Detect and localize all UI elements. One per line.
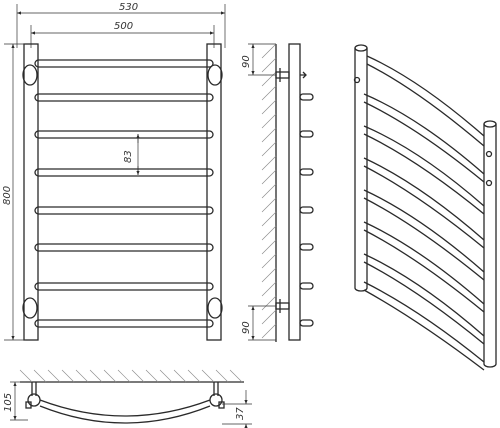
perspective-view — [353, 44, 497, 371]
dimension-530-label: 530 — [119, 2, 138, 13]
dimension-800-label: 800 — [2, 186, 13, 205]
bottom-bracket-icon — [275, 299, 290, 313]
top-left-connector-icon — [22, 64, 38, 86]
dimension-90-top-label: 90 — [241, 55, 252, 68]
rung-stub — [299, 206, 314, 214]
perspective-right-cap — [483, 120, 497, 128]
perspective-rungs — [363, 55, 485, 371]
rung-stub — [299, 130, 314, 138]
top-left-pipe-icon — [27, 393, 41, 407]
top-view-curve — [39, 399, 211, 417]
top-view: 105 37 — [3, 369, 252, 428]
front-view: 530 500 — [2, 2, 226, 341]
dimension-curve-depth: 37 — [222, 390, 252, 428]
rung — [34, 130, 214, 139]
perspective-connector-icon — [353, 76, 361, 84]
top-right-connector-icon — [207, 64, 223, 86]
dimension-depth: 105 — [3, 381, 28, 421]
curved-rung — [363, 281, 485, 363]
rung — [34, 59, 214, 68]
perspective-left-cap — [354, 44, 368, 52]
curved-rung — [363, 125, 485, 207]
side-rung-stubs — [299, 93, 314, 327]
dimension-bottom-offset: 90 — [241, 305, 276, 341]
rung-stub — [299, 243, 314, 251]
dimension-37-label: 37 — [235, 407, 246, 420]
top-bracket-icon — [275, 68, 307, 82]
rung — [34, 282, 214, 291]
rung-stub — [299, 168, 314, 176]
right-upright — [206, 43, 222, 341]
rung-stub — [299, 282, 314, 290]
rung — [34, 243, 214, 252]
rung — [34, 93, 214, 102]
perspective-left-upright — [354, 48, 368, 292]
top-right-valve-icon — [218, 401, 225, 409]
top-right-pipe-icon — [209, 393, 223, 407]
curved-rung — [363, 221, 485, 305]
side-view: 90 90 — [241, 43, 314, 342]
perspective-right-upright — [483, 124, 497, 368]
dimension-overall-width: 530 — [16, 2, 226, 48]
dimension-90-bottom-label: 90 — [241, 321, 252, 334]
dimension-inner-width: 500 — [30, 21, 215, 48]
perspective-connector-icon — [485, 150, 493, 158]
left-upright — [23, 43, 39, 341]
curved-rung — [366, 55, 485, 137]
bottom-right-connector-icon — [207, 297, 223, 319]
top-left-valve-icon — [25, 401, 32, 409]
curved-rung — [363, 189, 485, 273]
curved-rung — [363, 93, 485, 175]
top-wall-hatching — [19, 369, 243, 383]
dimension-83-label: 83 — [123, 150, 134, 163]
dimension-500-label: 500 — [114, 21, 133, 32]
perspective-connector-icon — [485, 179, 493, 187]
wall-hatching — [261, 43, 277, 339]
dimension-height: 800 — [2, 43, 26, 341]
dimension-rung-spacing: 83 — [123, 134, 140, 175]
dimension-105-label: 105 — [3, 393, 14, 412]
dimension-top-offset: 90 — [241, 43, 276, 76]
rung — [34, 319, 214, 328]
rung-stub — [299, 319, 314, 327]
bottom-left-connector-icon — [22, 297, 38, 319]
curved-rung — [363, 157, 485, 241]
rung-stub — [299, 93, 314, 101]
rung — [34, 168, 214, 177]
front-rungs — [34, 59, 214, 328]
curved-rung — [363, 253, 485, 337]
side-upright — [288, 43, 301, 341]
rung — [34, 206, 214, 215]
